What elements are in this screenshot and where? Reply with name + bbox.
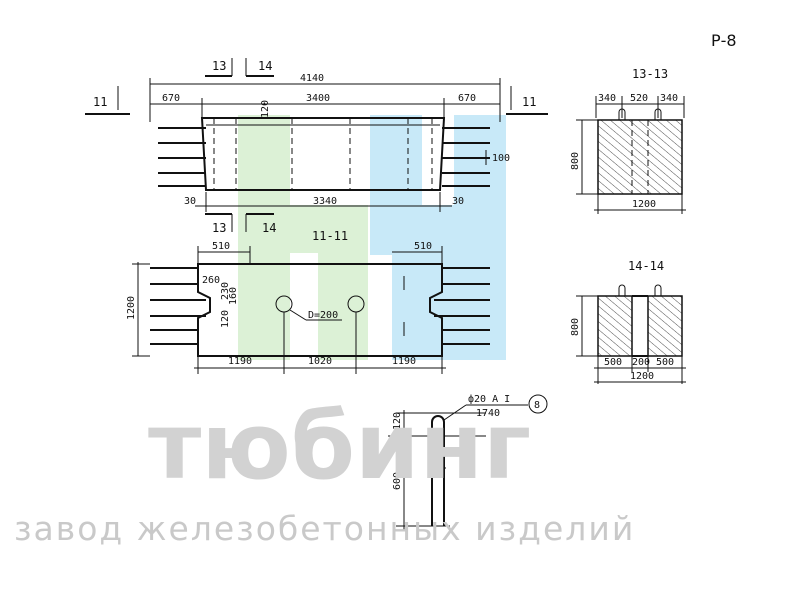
section-marker-14-bottom: 14 (262, 221, 276, 235)
loop-inner-dim: 85 (428, 466, 440, 477)
loop-length: 1740 (476, 408, 500, 419)
dim-overall-length: 4140 (300, 73, 324, 84)
dim-14-width: 1200 (630, 371, 654, 382)
loop-mark-circle (528, 394, 548, 414)
loop-mark: 8 (534, 400, 540, 411)
dim-bottom-left: 1190 (228, 356, 252, 367)
section-marker-11-left: 11 (93, 95, 107, 109)
dim-13-a: 340 (598, 93, 616, 104)
loop-bottom-dim: 600 (392, 472, 403, 490)
section-11-title: 11-11 (312, 229, 348, 243)
hole-label: D=200 (308, 310, 338, 321)
sheet-code: Р-8 (711, 31, 737, 50)
section-13-view: 13-13 340 520 340 800 1200 (570, 67, 686, 214)
dim-13-width: 1200 (632, 199, 656, 210)
dim-left-overhang: 670 (162, 93, 180, 104)
watermark-logo (238, 115, 506, 360)
dim-bottom-length: 3340 (313, 196, 337, 207)
dim-14-b: 200 (632, 357, 650, 368)
plan-view: 4140 670 3400 670 120 1 (85, 58, 548, 235)
dim-inner-length: 3400 (306, 93, 330, 104)
section-14-view: 14-14 800 500 200 500 1200 (570, 259, 686, 384)
dim-bottom-right: 1190 (392, 356, 416, 367)
dim-13-height: 800 (570, 152, 581, 170)
section-marker-13-bottom: 13 (212, 221, 226, 235)
dim-notch-a: 230 (220, 282, 231, 300)
section-marker-13-top: 13 (212, 59, 226, 73)
section-marker-11-right: 11 (522, 95, 536, 109)
dim-13-c: 340 (660, 93, 678, 104)
section-11-view: 11-11 510 510 1200 (126, 229, 490, 374)
loop-spec: ф20 А I (468, 393, 510, 405)
dim-bar-spacing: 100 (492, 153, 510, 164)
section-marker-14-top: 14 (258, 59, 272, 73)
dim-right-overhang: 670 (458, 93, 476, 104)
dim-14-height: 800 (570, 318, 581, 336)
dim-bottom-middle: 1020 (308, 356, 332, 367)
dim-right-width: 510 (414, 241, 432, 252)
dim-right-edge: 30 (452, 196, 464, 207)
dim-notch-c: 120 (220, 310, 231, 328)
watermark-brand: тюбинг (148, 393, 531, 500)
section-13-title: 13-13 (632, 67, 668, 81)
loop-detail: 120 600 85 ф20 А I 1740 8 (388, 393, 548, 530)
dim-left-width: 510 (212, 241, 230, 252)
dim-left-edge: 30 (184, 196, 196, 207)
dim-13-b: 520 (630, 93, 648, 104)
dim-top-offset: 120 (260, 100, 271, 118)
watermark-subtitle: завод железобетонных изделий (14, 509, 635, 548)
dim-14-c: 500 (656, 357, 674, 368)
dim-notch-width: 260 (202, 275, 220, 286)
section-14-title: 14-14 (628, 259, 664, 273)
dim-notch-b: 160 (228, 287, 239, 305)
dim-14-a: 500 (604, 357, 622, 368)
dim-height-11: 1200 (126, 296, 137, 320)
loop-top-dim: 120 (392, 412, 403, 430)
